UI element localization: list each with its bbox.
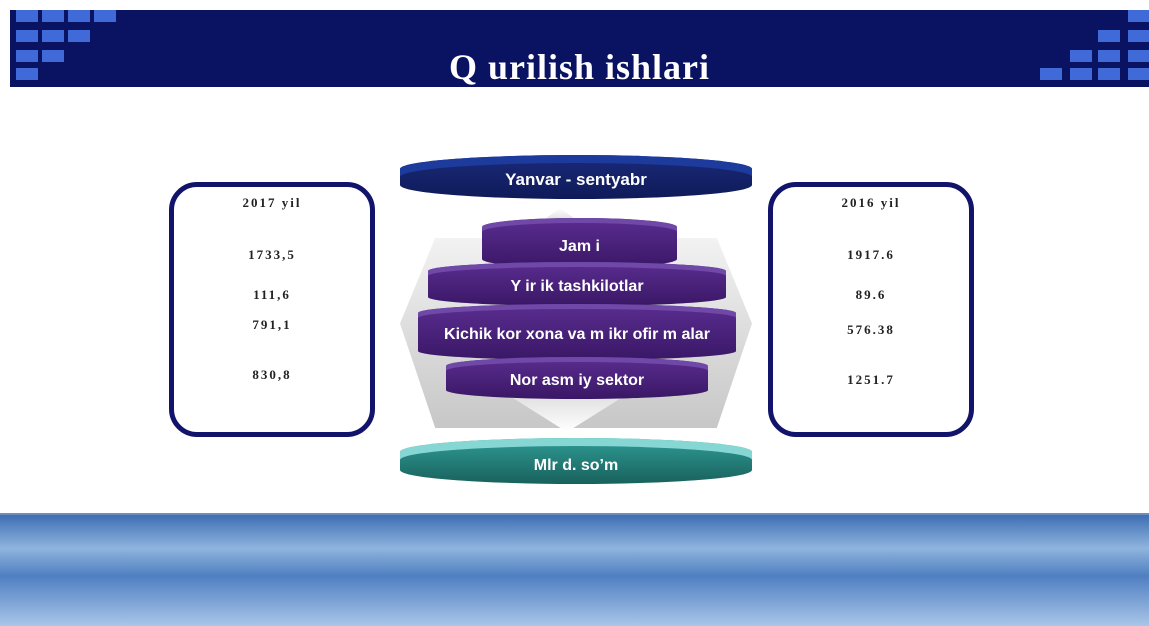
- decorative-square: [1098, 30, 1120, 42]
- header-bar: Q urilish ishlari: [10, 10, 1149, 87]
- value-large-organizations: 89.6: [855, 287, 887, 302]
- category-informal-sector: Nor asm iy sektor: [446, 357, 708, 399]
- decorative-square: [16, 30, 38, 42]
- decorative-square: [1128, 30, 1149, 42]
- category-small-businesses: Kichik kor xona va m ikr ofir m alar: [418, 304, 736, 360]
- decorative-square: [1098, 50, 1120, 62]
- value-informal-sector: 1251.7: [847, 372, 895, 387]
- unit-cylinder: Mlr d. so’m: [400, 438, 752, 484]
- value-small-businesses: 791,1: [252, 317, 292, 332]
- panel-year-label: 2016 yil: [841, 195, 901, 210]
- decorative-square: [1070, 50, 1092, 62]
- decorative-square: [1040, 68, 1062, 80]
- decorative-square: [68, 10, 90, 22]
- value-total: 1733,5: [248, 247, 296, 262]
- decorative-square: [42, 30, 64, 42]
- panel-2016: 2016 yil 1917.6 89.6 576.38 1251.7: [768, 182, 974, 437]
- decorative-square: [1070, 68, 1092, 80]
- decorative-square: [68, 30, 90, 42]
- period-cylinder: Yanvar - sentyabr: [400, 155, 752, 199]
- decorative-square: [16, 50, 38, 62]
- decorative-square: [1128, 10, 1149, 22]
- footer-band: [0, 513, 1149, 626]
- value-informal-sector: 830,8: [252, 367, 292, 382]
- decorative-square: [16, 68, 38, 80]
- decorative-square: [94, 10, 116, 22]
- decorative-square: [16, 10, 38, 22]
- value-large-organizations: 111,6: [253, 287, 291, 302]
- panel-year-label: 2017 yil: [242, 195, 302, 210]
- decorative-square: [42, 10, 64, 22]
- decorative-square: [1128, 68, 1149, 80]
- decorative-square: [1128, 50, 1149, 62]
- decorative-square: [1098, 68, 1120, 80]
- panel-2017: 2017 yil 1733,5 111,6 791,1 830,8: [169, 182, 375, 437]
- value-small-businesses: 576.38: [847, 322, 895, 337]
- decorative-square: [42, 50, 64, 62]
- category-large-organizations: Y ir ik tashkilotlar: [428, 262, 726, 306]
- category-total: Jam i: [482, 218, 677, 268]
- value-total: 1917.6: [847, 247, 895, 262]
- page-title: Q urilish ishlari: [448, 47, 711, 87]
